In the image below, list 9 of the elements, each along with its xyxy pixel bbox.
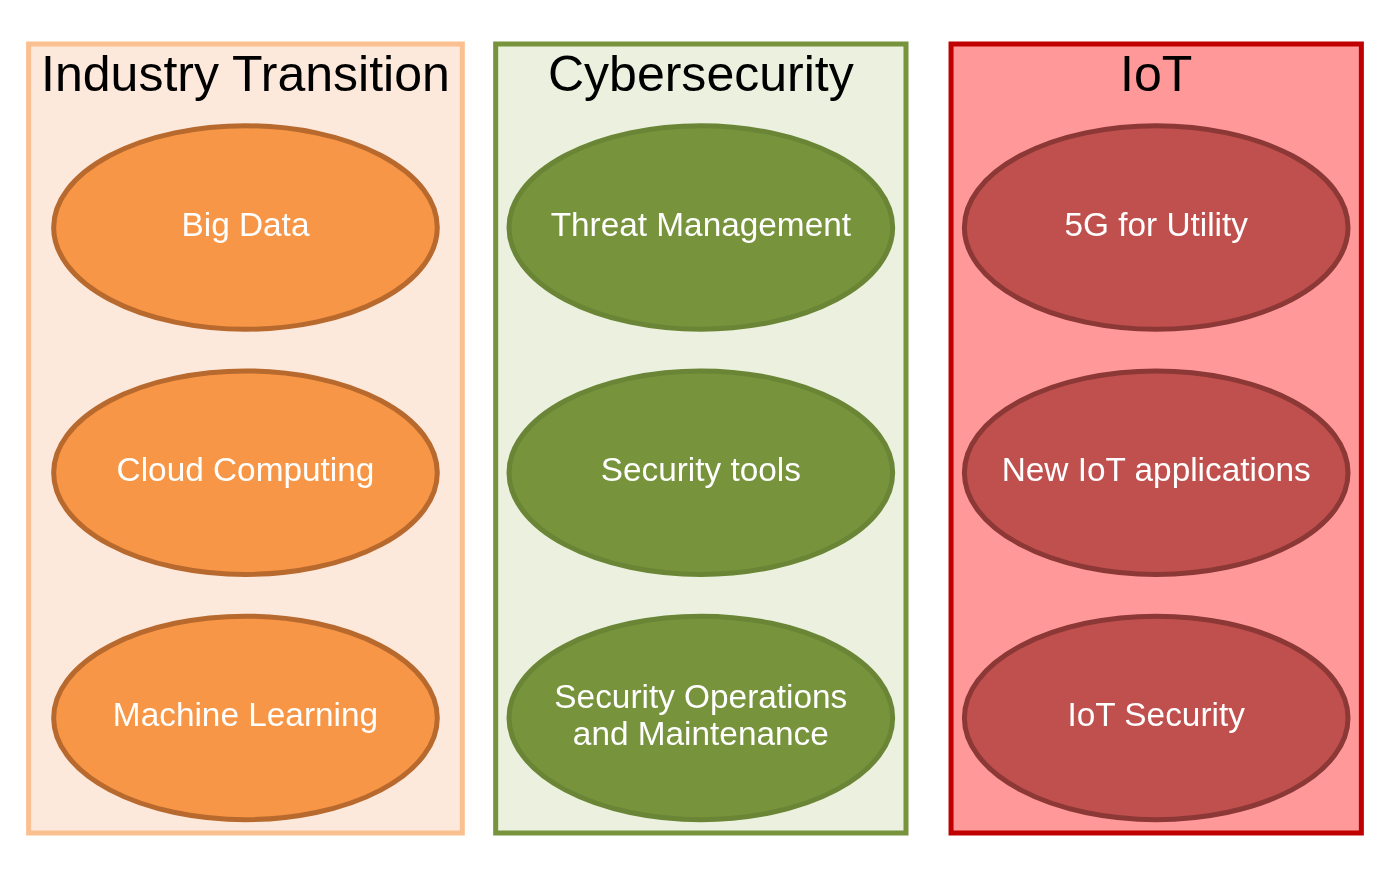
node-ellipse: Threat Management xyxy=(506,123,896,332)
node-ellipse: Machine Learning xyxy=(51,613,440,823)
node-ellipse: Cloud Computing xyxy=(51,368,440,577)
node-ellipse: 5G for Utility xyxy=(961,123,1351,332)
node-ellipse: New IoT applications xyxy=(961,368,1351,577)
node-ellipse: Security Operations and Maintenance xyxy=(506,613,896,823)
node-ellipse: Security tools xyxy=(506,368,896,577)
node-ellipse: Big Data xyxy=(51,123,440,332)
node-ellipse: IoT Security xyxy=(961,613,1351,823)
